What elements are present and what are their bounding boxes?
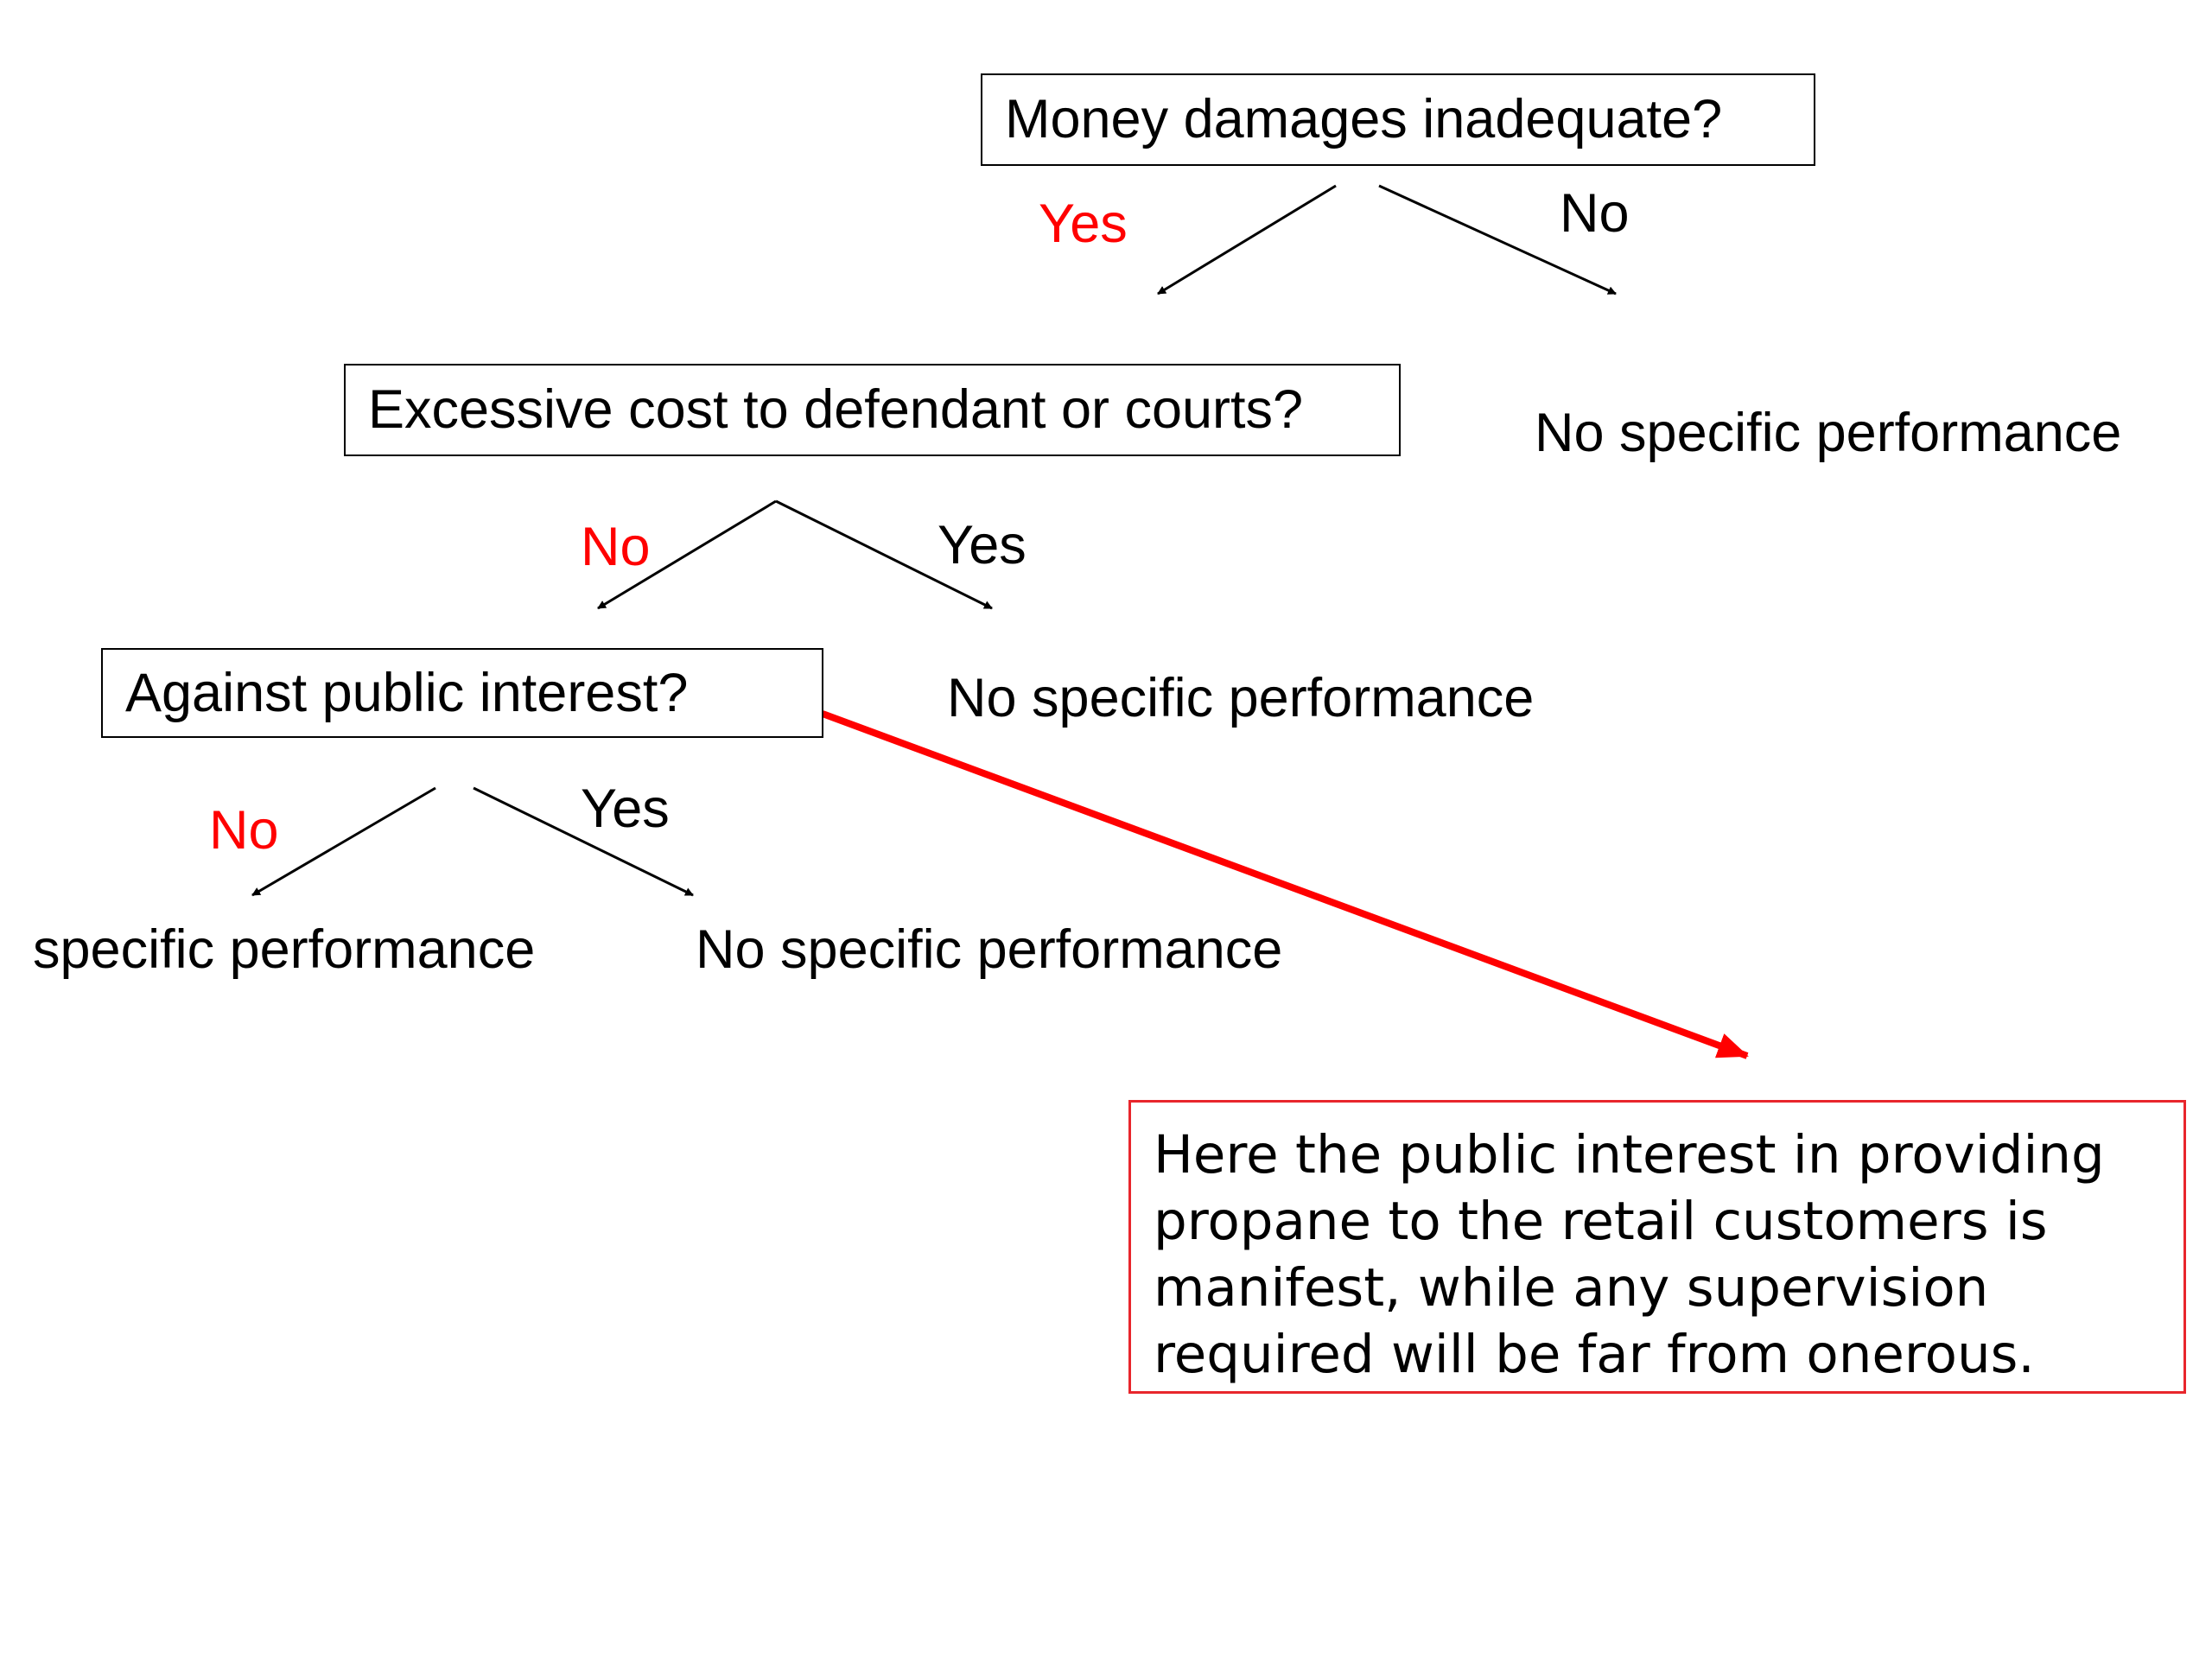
outcome-q3-yes: No specific performance	[696, 919, 1283, 980]
q3-yes-label: Yes	[581, 779, 670, 839]
q1-yes-arrow	[1157, 184, 1337, 296]
outcome-q1-no: No specific performance	[1535, 403, 2122, 463]
callout-line-2: propane to the retail customers is	[1154, 1191, 2048, 1252]
callout-line-4: required will be far from onerous.	[1154, 1324, 2035, 1385]
public-interest-callout: Here the public interest in providing pr…	[1128, 1100, 2186, 1394]
q1-no-arrow	[1378, 184, 1617, 296]
q1-no-label: No	[1560, 183, 1630, 244]
question-money-damages-label: Money damages inadequate?	[1005, 89, 1723, 149]
callout-line-1: Here the public interest in providing	[1154, 1124, 2105, 1185]
q1-yes-label: Yes	[1039, 194, 1128, 254]
question-public-interest-label: Against public interest?	[125, 662, 689, 723]
question-excessive-cost: Excessive cost to defendant or courts?	[344, 364, 1401, 456]
question-excessive-cost-label: Excessive cost to defendant or courts?	[368, 379, 1304, 440]
outcome-q3-no: specific performance	[33, 919, 536, 980]
q3-yes-arrow	[473, 786, 694, 897]
callout-arrow	[821, 710, 1749, 1059]
callout-line-3: manifest, while any supervision	[1154, 1257, 1989, 1319]
question-money-damages: Money damages inadequate?	[981, 73, 1815, 166]
q2-no-label: No	[581, 517, 651, 577]
question-public-interest: Against public interest?	[101, 648, 823, 738]
q2-yes-label: Yes	[938, 515, 1027, 575]
q2-no-arrow	[597, 499, 777, 610]
outcome-q2-yes: No specific performance	[947, 668, 1535, 728]
q3-no-arrow	[251, 786, 436, 897]
q3-no-label: No	[209, 800, 279, 861]
q2-yes-arrow	[775, 499, 993, 610]
